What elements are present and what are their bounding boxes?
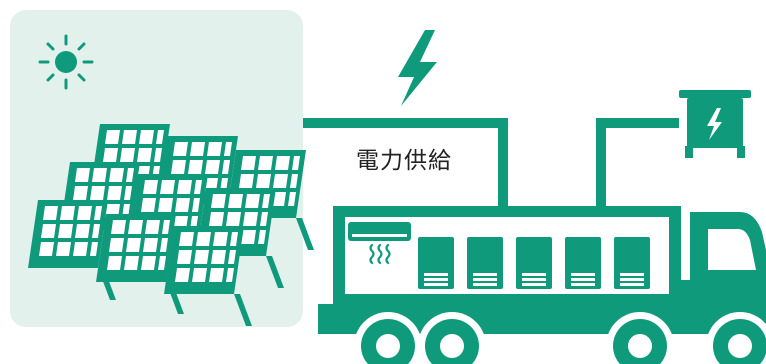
air-conditioner-icon bbox=[348, 222, 411, 265]
power-line bbox=[303, 118, 679, 210]
battery-icon bbox=[418, 237, 650, 289]
truck-icon bbox=[318, 206, 766, 364]
battery-charger-icon bbox=[679, 90, 751, 158]
power-supply-label: 電力供給 bbox=[356, 148, 452, 174]
sun-icon bbox=[38, 34, 94, 90]
lightning-bolt-icon bbox=[398, 30, 437, 106]
